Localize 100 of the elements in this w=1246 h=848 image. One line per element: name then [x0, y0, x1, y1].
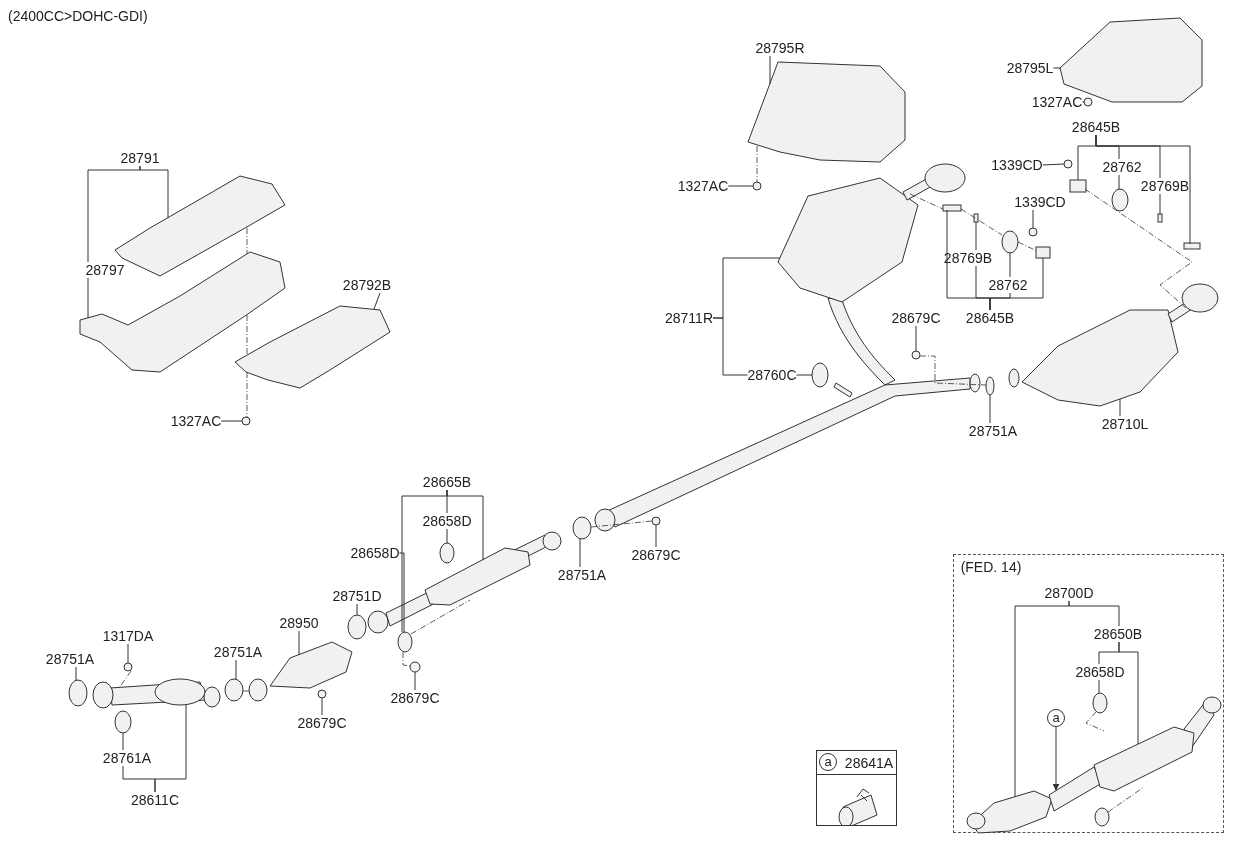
part-number: 28751A: [968, 423, 1018, 439]
assembly-line: [246, 227, 248, 255]
inset-title: (FED. 14): [960, 559, 1022, 575]
leader-line: [1032, 209, 1034, 229]
bracket: [1069, 179, 1087, 193]
part-number: 28795L: [1006, 60, 1054, 76]
nut: [241, 416, 251, 426]
flange: [203, 686, 221, 708]
part-number: 28751A: [557, 567, 607, 583]
leader-line: [122, 732, 124, 751]
part-number: 28769B: [1140, 178, 1190, 194]
flange: [367, 610, 389, 634]
gasket: [68, 679, 88, 707]
diagram-title: (2400CC>DOHC-GDI): [8, 8, 148, 24]
leader-line: [1159, 193, 1161, 215]
bracket: [1035, 246, 1051, 259]
resonator: [1093, 726, 1195, 792]
rubber-hanger: [1111, 188, 1129, 212]
nut: [409, 661, 421, 673]
leader-line: [1009, 252, 1011, 278]
part-number: 28658D: [350, 545, 400, 561]
assembly-line: [1107, 786, 1145, 813]
part-number: 28792B: [342, 277, 392, 293]
heat-shield: [234, 305, 391, 389]
part-number: 28761A: [102, 750, 152, 766]
nut: [317, 689, 327, 699]
arrow: [1052, 726, 1060, 791]
leader-line: [87, 165, 141, 263]
part-number: 28700D: [1044, 585, 1094, 601]
leader-line: [769, 55, 771, 85]
assembly-line: [246, 371, 248, 418]
pin: [1157, 213, 1163, 223]
leader-line: [127, 643, 129, 664]
leader-line: [915, 325, 917, 352]
bolt: [942, 204, 962, 212]
leader-line: [446, 528, 448, 544]
part-number: 28950: [279, 615, 319, 631]
part-number: 28795R: [755, 40, 805, 56]
flange: [542, 531, 562, 551]
front-pipe: [109, 678, 206, 706]
assembly-line: [246, 314, 248, 357]
leader-line: [1118, 174, 1120, 190]
leader-line: [1042, 163, 1065, 166]
part-number: 28665B: [422, 474, 472, 490]
part-number: 1339CD: [991, 157, 1043, 173]
leader-line: [579, 538, 581, 568]
assembly-line: [756, 145, 758, 183]
assembly-line: [410, 599, 471, 635]
leader-line: [1068, 600, 1120, 627]
leader-line: [655, 524, 657, 548]
part-number: 28711R: [665, 310, 713, 326]
gasket: [985, 376, 995, 396]
leader-line: [975, 221, 977, 251]
part-number: 28658D: [1075, 664, 1125, 680]
part-number: 28679C: [297, 715, 347, 731]
rubber-hanger: [397, 631, 413, 653]
leader-line: [1081, 101, 1085, 103]
assembly-line: [960, 208, 1003, 236]
flange: [1008, 368, 1020, 388]
part-number: 1327AC: [677, 178, 729, 194]
assembly-line: [402, 651, 411, 667]
heat-shield: [747, 61, 906, 163]
rubber-hanger: [811, 362, 829, 388]
gasket: [347, 614, 367, 640]
leader-line: [356, 603, 358, 616]
assembly-line: [1085, 711, 1105, 732]
leader-line: [220, 420, 243, 422]
part-number: 28658D: [422, 513, 472, 529]
leader-line: [373, 292, 381, 310]
assembly-line: [590, 520, 653, 528]
leader-line: [414, 671, 416, 691]
reference-circle: a: [819, 753, 837, 771]
nut: [1063, 159, 1073, 169]
part-number: 28679C: [631, 547, 681, 563]
catalytic-converter: [269, 641, 353, 689]
leader-line: [1118, 641, 1139, 746]
part-number: 28769B: [943, 250, 993, 266]
nut: [911, 350, 921, 360]
nut: [123, 662, 133, 672]
part-number: 28645B: [1071, 119, 1121, 135]
leader-line: [154, 704, 187, 793]
flange: [92, 681, 114, 709]
pin: [973, 213, 979, 223]
part-number: 28760C: [747, 367, 797, 383]
leader-line: [87, 277, 89, 319]
part-number: 1327AC: [170, 413, 222, 429]
part-number: 28679C: [891, 310, 941, 326]
inset-frame: [953, 554, 1224, 833]
heat-shield: [79, 251, 286, 373]
leader-line: [989, 394, 991, 424]
leader-line: [796, 374, 813, 376]
part-number: 28762: [1102, 159, 1142, 175]
leader-line: [712, 317, 748, 376]
rubber-hanger: [1094, 807, 1110, 827]
part-number: 28650B: [1093, 626, 1143, 642]
nut: [1083, 97, 1093, 107]
bolt: [1183, 242, 1201, 250]
leader-line: [1052, 67, 1062, 69]
leader-line: [1119, 398, 1121, 417]
gasket: [224, 678, 244, 702]
